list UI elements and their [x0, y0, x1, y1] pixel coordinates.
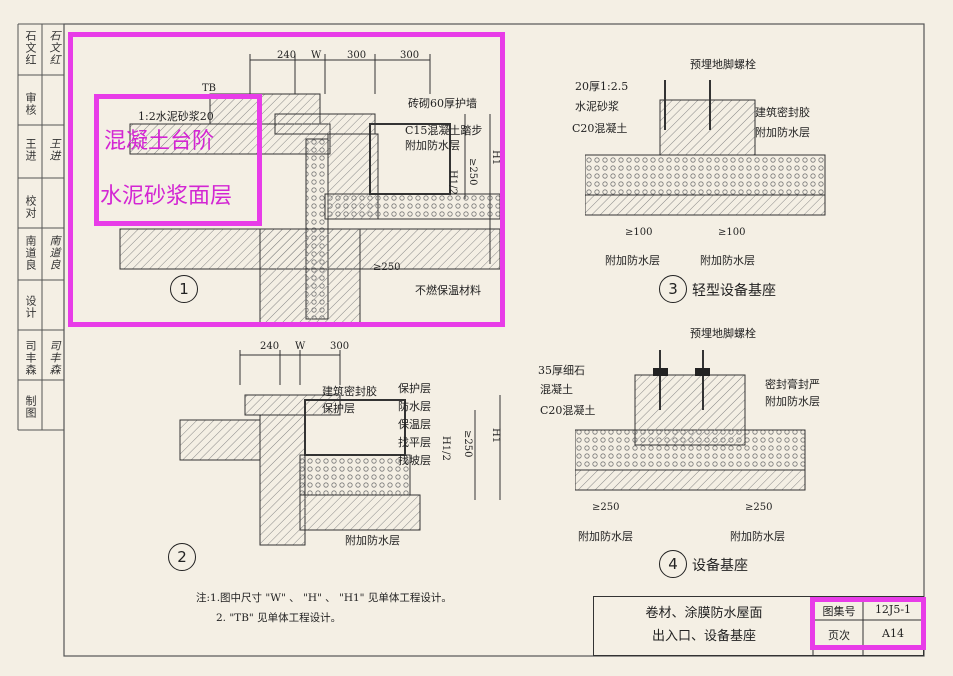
d1-label-step: C15混凝土踏步: [405, 124, 483, 137]
overlay-label-mortar-surface: 水泥砂浆面层: [100, 184, 233, 209]
detail1-drawing: [119, 54, 501, 324]
d2-dim-300: 300: [330, 341, 350, 352]
d2-label-r0: 保护层: [398, 382, 431, 395]
d2-label-bottom: 附加防水层: [345, 534, 400, 547]
d2-label-r4: 找坡层: [398, 454, 431, 467]
highlight-box-step: [94, 94, 262, 226]
stamp-sign-1: 石文红: [48, 30, 61, 66]
detail2-drawing: [179, 350, 501, 546]
stamp-sign-3: 王进: [48, 138, 61, 162]
d1-dim-240: 240: [277, 50, 297, 61]
d1-dim-250a: ≥250: [467, 158, 478, 186]
d1-label-waterproof: 附加防水层: [405, 139, 460, 152]
d3-label-sealant: 建筑密封胶: [755, 106, 810, 119]
d2-dim-240: 240: [260, 341, 280, 352]
d4-label-seal: 密封膏封严: [765, 378, 820, 391]
detail3-caption: 轻型设备基座: [692, 283, 776, 299]
detail2-number: 2: [168, 543, 196, 571]
detail4-drawing: [575, 350, 806, 491]
d1-tb: TB: [202, 83, 217, 94]
overlay-label-concrete-step: 混凝土台阶: [104, 129, 215, 154]
stamp-role-8: 制图: [24, 395, 37, 419]
d1-dim-300b: 300: [400, 50, 420, 61]
stamp-role-5: 南道良: [24, 235, 37, 271]
d1-mortar: 1:2水泥砂浆20: [138, 110, 214, 123]
d4-label-waterproof: 附加防水层: [765, 395, 820, 408]
d1-label-insulation: 不燃保温材料: [415, 284, 481, 297]
d2-label-r3: 找平层: [398, 436, 431, 449]
d2-dim-h1-half: H1/2: [440, 436, 451, 461]
detail3-number: 3: [659, 275, 687, 303]
d1-label-wall: 砖砌60厚护墙: [408, 97, 477, 110]
stamp-role-1: 石文红: [24, 30, 37, 66]
d4-label-35: 35厚细石: [538, 364, 585, 377]
title-line-1: 卷材、涂膜防水屋面: [645, 606, 763, 621]
atlas-label: 图集号: [822, 605, 856, 618]
d4-label-c20: C20混凝土: [540, 404, 596, 417]
d2-dim-h1: H1: [490, 428, 501, 444]
d1-dim-h1-half: H1/2: [447, 170, 458, 195]
stamp-role-2: 审核: [24, 92, 37, 116]
stamp-role-7: 司丰森: [24, 340, 37, 376]
d3-label-c20: C20混凝土: [572, 122, 628, 135]
d1-dim-w: W: [311, 50, 322, 61]
atlas-value: 12J5-1: [874, 603, 912, 616]
d3-bottom-b: 附加防水层: [700, 254, 755, 267]
page-value: A14: [882, 627, 904, 640]
stamp-role-6: 设计: [24, 295, 37, 319]
d3-dim-b: ≥100: [718, 227, 746, 238]
d4-label-concrete: 混凝土: [540, 383, 573, 396]
detail4-caption: 设备基座: [692, 558, 748, 574]
d2-dim-w: W: [295, 341, 306, 352]
stamp-sign-5: 南道良: [48, 235, 61, 271]
d3-label-waterproof: 附加防水层: [755, 126, 810, 139]
note-line-1: 注:1.图中尺寸 "W" 、 "H" 、 "H1" 见单体工程设计。: [196, 592, 452, 604]
d3-label-mortar: 水泥砂浆: [575, 100, 619, 113]
d2-label-r1: 防水层: [398, 400, 431, 413]
d1-dim-h1: H1: [490, 150, 501, 166]
d1-dim-300a: 300: [347, 50, 367, 61]
title-line-2: 出入口、设备基座: [651, 629, 756, 644]
d4-dim-a: ≥250: [592, 502, 620, 513]
d3-bottom-a: 附加防水层: [605, 254, 660, 267]
note-line-2: 2. "TB" 见单体工程设计。: [216, 612, 342, 624]
detail4-number: 4: [659, 550, 687, 578]
stamp-role-4: 校对: [24, 195, 37, 219]
page-label: 页次: [828, 629, 850, 642]
detail1-number: 1: [170, 275, 198, 303]
stamp-role-3: 王进: [24, 138, 37, 162]
stamp-sign-7: 司丰森: [48, 340, 61, 376]
d3-label-20mortar: 20厚1:2.5: [575, 80, 629, 93]
detail3-drawing: [585, 80, 826, 216]
d4-dim-b: ≥250: [745, 502, 773, 513]
d3-dim-a: ≥100: [625, 227, 653, 238]
d4-bottom-b: 附加防水层: [730, 530, 785, 543]
d2-label-sealant: 建筑密封胶: [322, 385, 377, 398]
d3-label-bolt: 预埋地脚螺栓: [690, 58, 756, 71]
d4-label-bolt: 预埋地脚螺栓: [690, 327, 756, 340]
highlight-box-detail1: [68, 32, 505, 327]
d4-bottom-a: 附加防水层: [578, 530, 633, 543]
d2-label-r2: 保温层: [398, 418, 431, 431]
d2-dim-250: ≥250: [462, 430, 473, 458]
d2-label-protect: 保护层: [322, 402, 355, 415]
d1-dim-250b: ≥250: [373, 262, 401, 273]
highlight-box-title: [810, 597, 926, 650]
